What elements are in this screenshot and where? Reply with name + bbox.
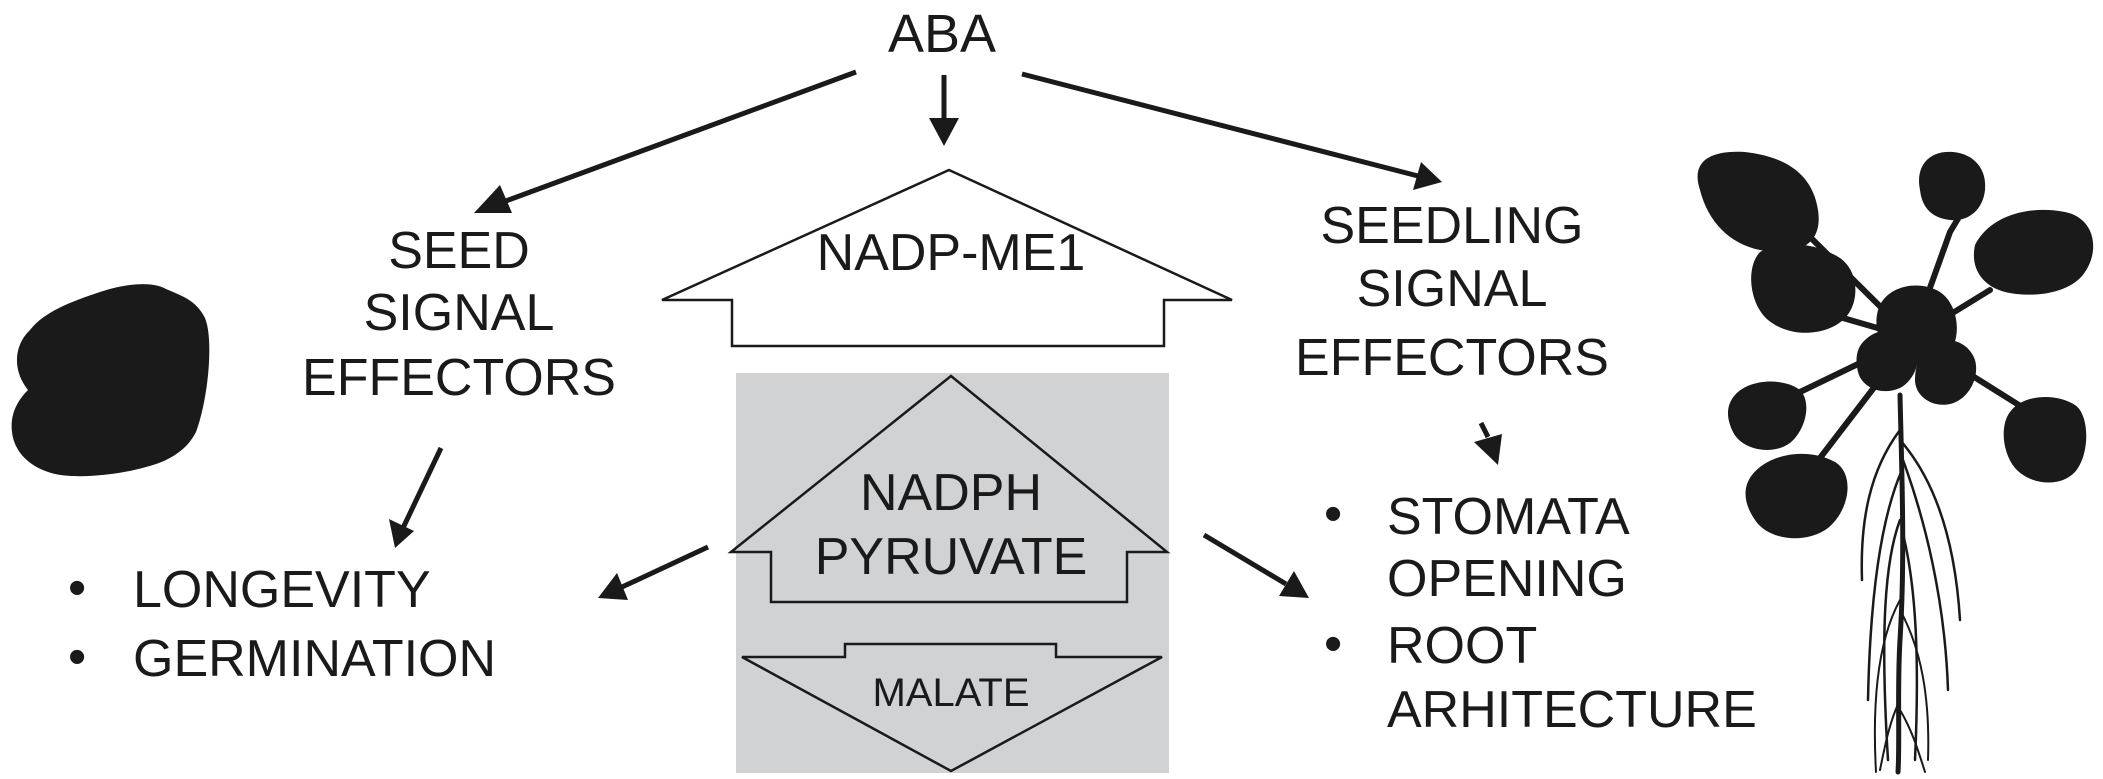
malate-block-arrow bbox=[741, 642, 1163, 773]
bullet-stomata: • bbox=[1324, 485, 1342, 543]
seed-effectors-line-1: SEED bbox=[388, 222, 530, 280]
seedling-effectors-line-3: EFFECTORS bbox=[1295, 329, 1609, 387]
germination-label: GERMINATION bbox=[133, 630, 496, 688]
seedling-effectors-line-2: SIGNAL bbox=[1357, 260, 1548, 318]
seed-effectors-line-2: SIGNAL bbox=[364, 284, 555, 342]
pyruvate-label: PYRUVATE bbox=[815, 528, 1088, 586]
arhitecture-label: ARHITECTURE bbox=[1387, 681, 1757, 739]
arrow-products-to-seed-outcomes bbox=[598, 544, 710, 600]
nadp-me1-block-arrow bbox=[661, 168, 1233, 348]
arrow-products-to-seedling-outcomes bbox=[1202, 532, 1309, 598]
arrow-aba-to-enzyme bbox=[929, 75, 959, 146]
bullet-root: • bbox=[1324, 615, 1342, 673]
nadp-me1-label: NADP-ME1 bbox=[817, 224, 1086, 282]
bullet-germination: • bbox=[68, 628, 86, 686]
stomata-label: STOMATA bbox=[1387, 488, 1630, 546]
arrow-aba-to-seedling bbox=[1021, 71, 1442, 190]
aba-label: ABA bbox=[888, 4, 996, 64]
products-block-arrow bbox=[727, 374, 1171, 604]
bullet-longevity: • bbox=[68, 559, 86, 617]
opening-label: OPENING bbox=[1387, 550, 1627, 608]
longevity-label: LONGEVITY bbox=[133, 561, 431, 619]
seed-silhouette-icon bbox=[11, 284, 210, 477]
malate-label: MALATE bbox=[872, 671, 1029, 715]
arrow-aba-to-seed bbox=[474, 69, 857, 213]
arrow-seedling-effectors-to-outcomes bbox=[1474, 421, 1502, 465]
arrow-seed-effectors-to-outcomes bbox=[389, 446, 444, 548]
root-label: ROOT bbox=[1387, 617, 1537, 675]
seed-effectors-line-3: EFFECTORS bbox=[302, 349, 616, 407]
seedling-silhouette-icon bbox=[1697, 151, 2094, 775]
nadph-label: NADPH bbox=[860, 464, 1042, 522]
seedling-effectors-line-1: SEEDLING bbox=[1321, 197, 1584, 255]
